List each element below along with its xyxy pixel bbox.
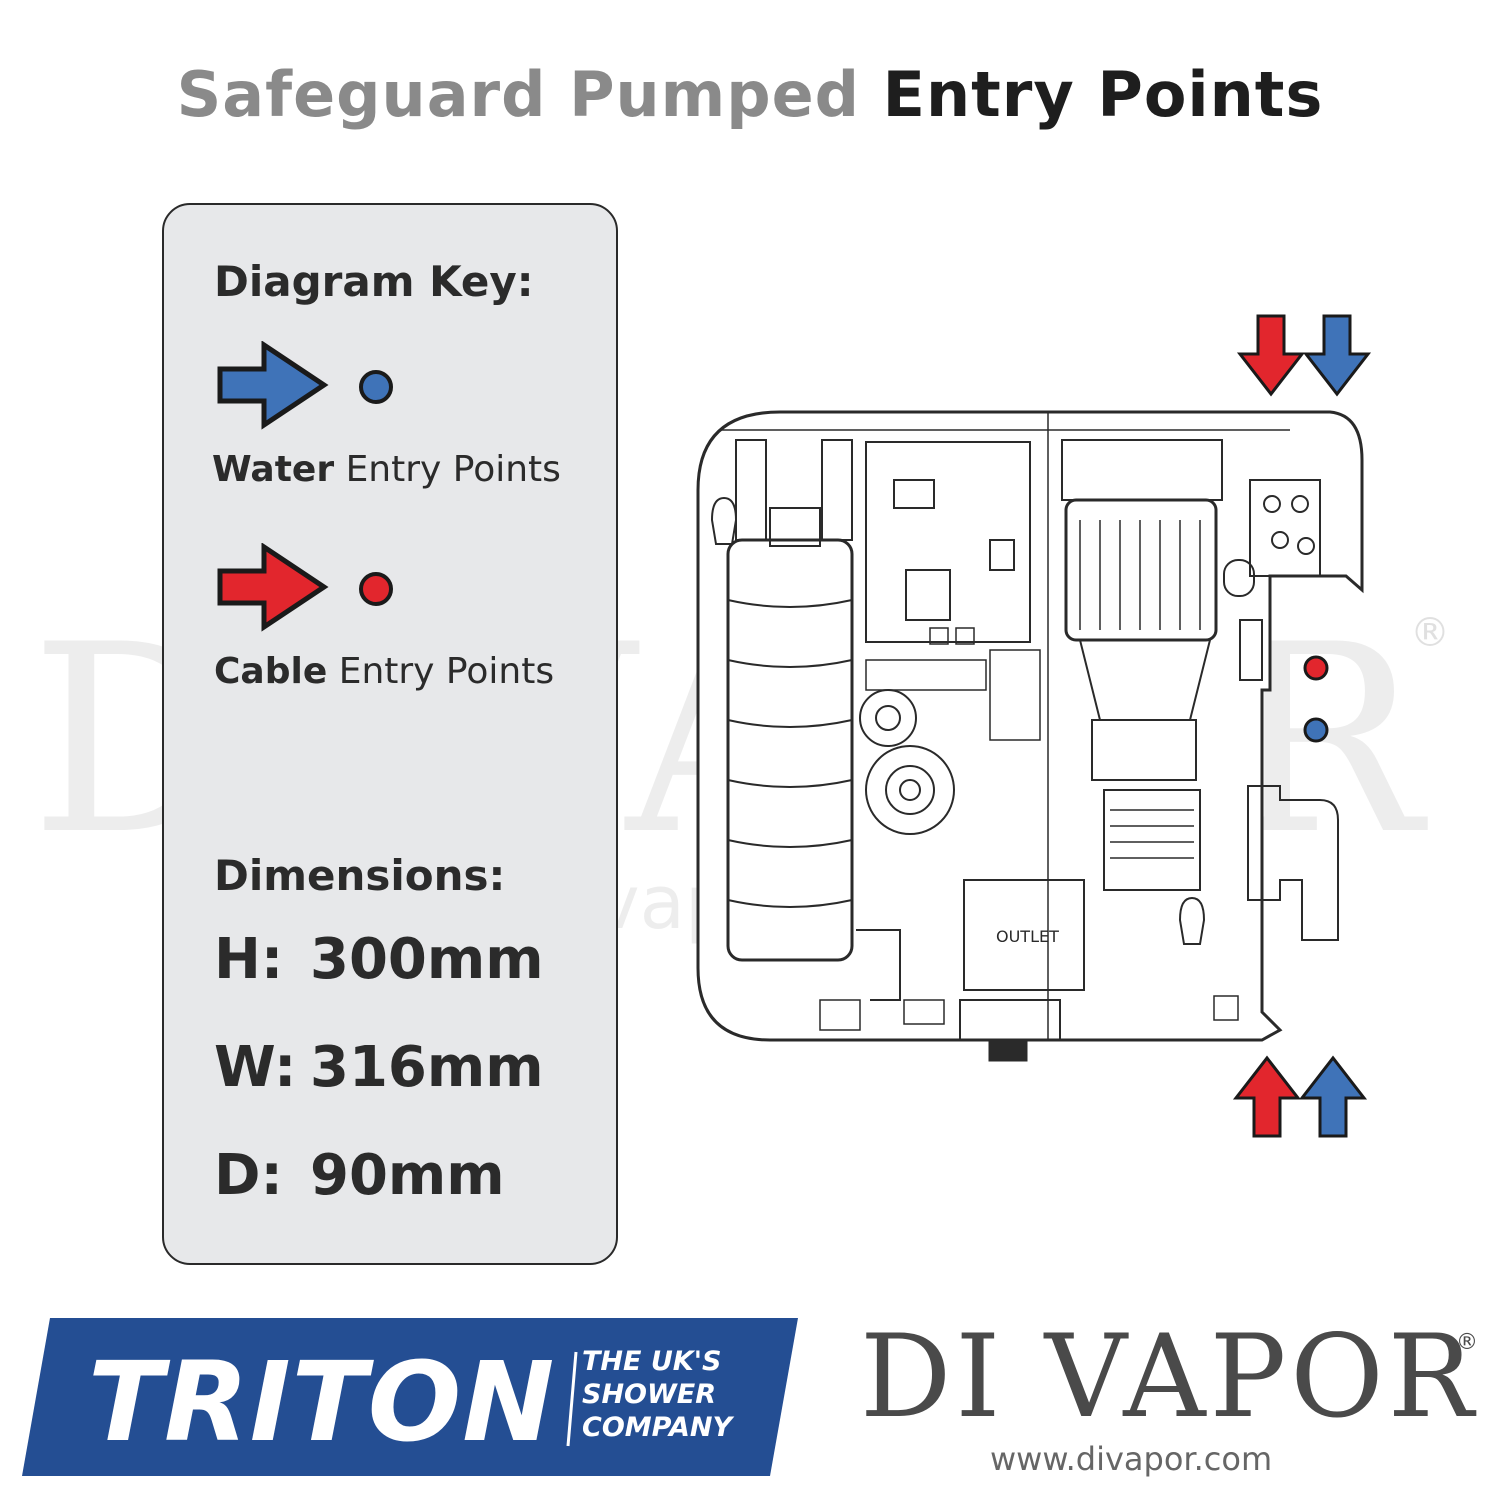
diagram-key-heading: Diagram Key:	[214, 257, 534, 306]
cable-entry-label-rest: Entry Points	[338, 651, 555, 692]
cable-entry-arrow-bottom-icon	[1232, 1055, 1302, 1138]
dimension-height: H: 300mm	[214, 927, 544, 992]
cable-entry-dot-icon	[359, 572, 393, 606]
triton-logo	[22, 1318, 798, 1476]
dimension-depth-value: 90mm	[310, 1143, 505, 1208]
dimension-width: W:316mm	[214, 1035, 544, 1100]
page-title: Safeguard Pumped Entry Points	[0, 58, 1500, 131]
cable-entry-label-bold: Cable	[214, 651, 328, 692]
triton-tagline-line-1: THE UK'S	[582, 1346, 722, 1377]
water-entry-arrow-icon	[217, 341, 329, 430]
water-entry-label-rest: Entry Points	[345, 449, 561, 490]
shower-unit-diagram: OUTLET	[696, 314, 1372, 1138]
dimension-depth: D: 90mm	[214, 1143, 505, 1208]
triton-logo-name: TRITON	[88, 1338, 556, 1466]
triton-logo-divider	[566, 1351, 578, 1447]
cable-entry-arrow-icon	[217, 543, 329, 632]
cable-entry-label: Cable Entry Points	[214, 651, 554, 692]
watermark-registered: ®	[1410, 610, 1450, 656]
cable-entry-dot-side-icon	[1303, 655, 1329, 681]
dimension-depth-key: D:	[214, 1143, 283, 1208]
water-entry-label: Water Entry Points	[212, 449, 561, 490]
diagram-key-panel: Diagram Key: Water Entry Points Cable En…	[162, 203, 618, 1265]
brand-url: www.divapor.com	[990, 1440, 1273, 1478]
dimensions-heading: Dimensions:	[214, 851, 506, 900]
brand-registered: ®	[1456, 1330, 1478, 1355]
triton-tagline-line-3: COMPANY	[582, 1412, 732, 1443]
water-entry-dot-side-icon	[1303, 717, 1329, 743]
shower-unit-body	[696, 410, 1364, 1062]
triton-logo-tagline: THE UK'S SHOWER COMPANY	[582, 1345, 742, 1444]
dimension-width-value: 316mm	[310, 1035, 544, 1100]
triton-logo-background	[22, 1318, 798, 1476]
triton-tagline-line-2: SHOWER	[582, 1379, 717, 1410]
title-suffix: Entry Points	[882, 58, 1324, 131]
cable-entry-arrow-top-icon	[1236, 314, 1306, 397]
water-entry-arrow-bottom-icon	[1298, 1055, 1368, 1138]
water-entry-label-bold: Water	[212, 449, 335, 490]
dimension-width-key: W:	[214, 1035, 297, 1100]
dimension-height-key: H:	[214, 927, 284, 992]
title-product: Safeguard Pumped	[176, 58, 861, 131]
water-entry-arrow-top-icon	[1302, 314, 1372, 397]
outlet-label: OUTLET	[996, 927, 1059, 946]
brand-logo: DI VAPOR	[860, 1310, 1478, 1443]
water-entry-dot-icon	[359, 370, 393, 404]
dimension-height-value: 300mm	[310, 927, 544, 992]
